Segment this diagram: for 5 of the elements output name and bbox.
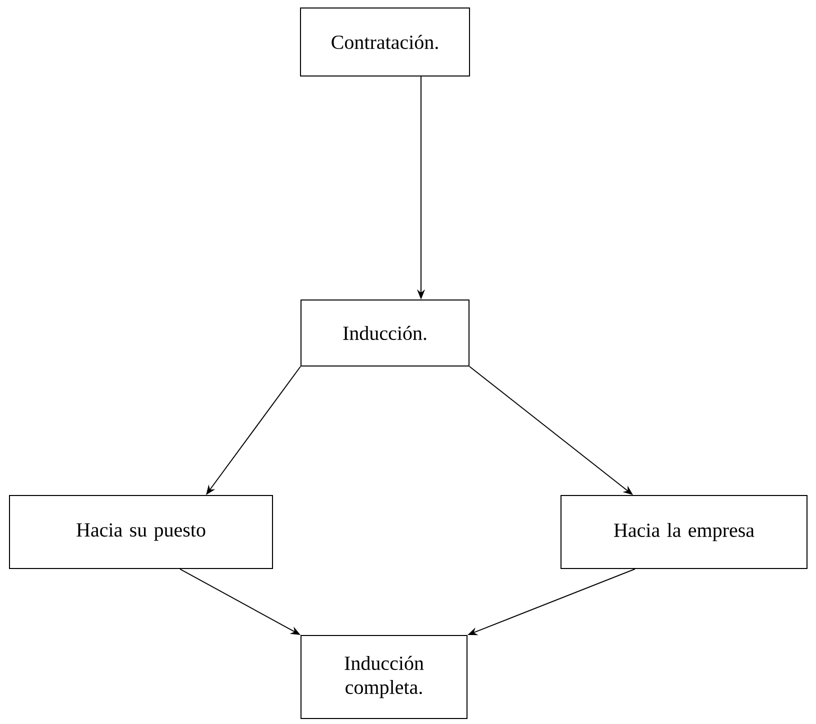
process-box: Inducción completa. xyxy=(300,635,468,719)
process-box: Hacia su puesto xyxy=(9,495,273,569)
process-box: Hacia la empresa xyxy=(560,495,808,569)
process-box: Contratación. xyxy=(300,8,470,76)
process-box: Inducción. xyxy=(300,300,470,366)
